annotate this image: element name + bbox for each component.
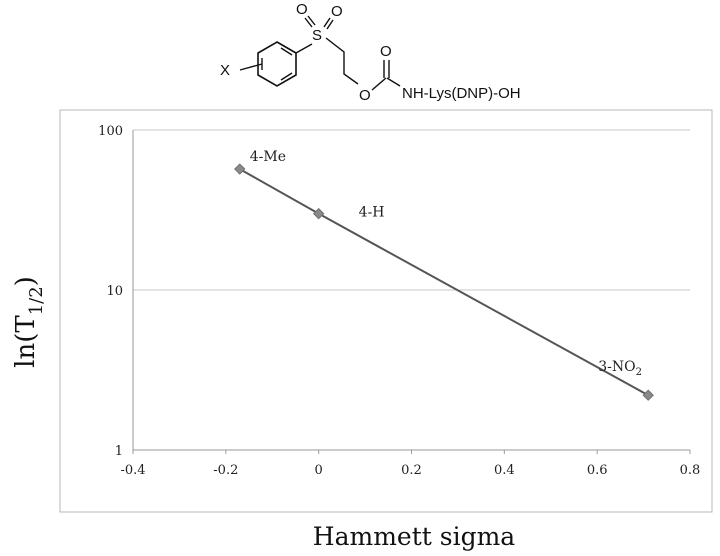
plot-area: 1 10 100 -0.4 -0.2 0 0.2 0.4 0.6 0.8 4-Me 4-H 3-NO2 — [98, 124, 700, 478]
so-bond-right-2 — [326, 19, 334, 30]
data-point-0 — [234, 163, 246, 175]
point-label-3-no2-main: 3-NO — [598, 359, 635, 375]
x-tick-label-0: -0.4 — [120, 463, 145, 478]
benzene-ring — [257, 41, 297, 87]
ring-sulfur-bond — [295, 43, 313, 54]
sulfonyl-oxygen-2: O — [331, 3, 343, 20]
point-label-4-h: 4-H — [359, 205, 385, 221]
substituent-bond — [239, 63, 263, 71]
data-point-1 — [312, 207, 325, 220]
amide-label: NH-Lys(DNP)-OH — [402, 85, 521, 102]
benzene-inner-bond-2 — [280, 72, 293, 81]
y-axis-label: ln(T1/2) — [11, 276, 47, 368]
point-label-3-no2-subscript: 2 — [636, 367, 642, 378]
y-axis-label-close: ) — [11, 276, 41, 286]
y-axis-label-main: ln(T — [11, 315, 41, 368]
ethylene-chain — [325, 37, 359, 85]
carbonyl-oxygen-label: O — [380, 43, 392, 60]
x-tick-label-3: 0.2 — [401, 463, 422, 478]
data-point-2 — [642, 389, 654, 401]
x-tick-label-1: -0.2 — [213, 463, 238, 478]
oc-bond — [371, 77, 387, 91]
x-tick-label-5: 0.6 — [587, 463, 608, 478]
y-tick-label-1: 1 — [115, 444, 123, 459]
x-axis-label: Hammett sigma — [313, 522, 515, 551]
chemical-structure: X S O O O O NH-Lys(DNP)-OH — [220, 1, 521, 104]
x-tick-label-6: 0.8 — [680, 463, 701, 478]
cn-bond — [386, 77, 401, 87]
ester-oxygen-label: O — [359, 87, 371, 104]
x-tick-label-2: 0 — [315, 463, 323, 478]
chart-frame — [59, 109, 713, 513]
so-bond-left — [304, 17, 313, 28]
y-tick-label-100: 100 — [98, 124, 123, 139]
point-label-3-no2: 3-NO2 — [598, 359, 642, 378]
y-tick-label-10: 10 — [106, 284, 123, 299]
point-label-4-me: 4-Me — [250, 149, 286, 165]
benzene-inner-bonds — [280, 47, 293, 56]
y-axis-label-subscript: 1/2 — [26, 286, 47, 315]
so-bond-left-2 — [307, 15, 316, 26]
x-tick-label-4: 0.4 — [494, 463, 515, 478]
substituent-label: X — [220, 62, 230, 79]
sulfonyl-oxygen-1: O — [296, 1, 308, 18]
sulfur-label: S — [312, 27, 322, 44]
series-line-0 — [239, 168, 649, 397]
so-bond-right — [323, 17, 331, 28]
